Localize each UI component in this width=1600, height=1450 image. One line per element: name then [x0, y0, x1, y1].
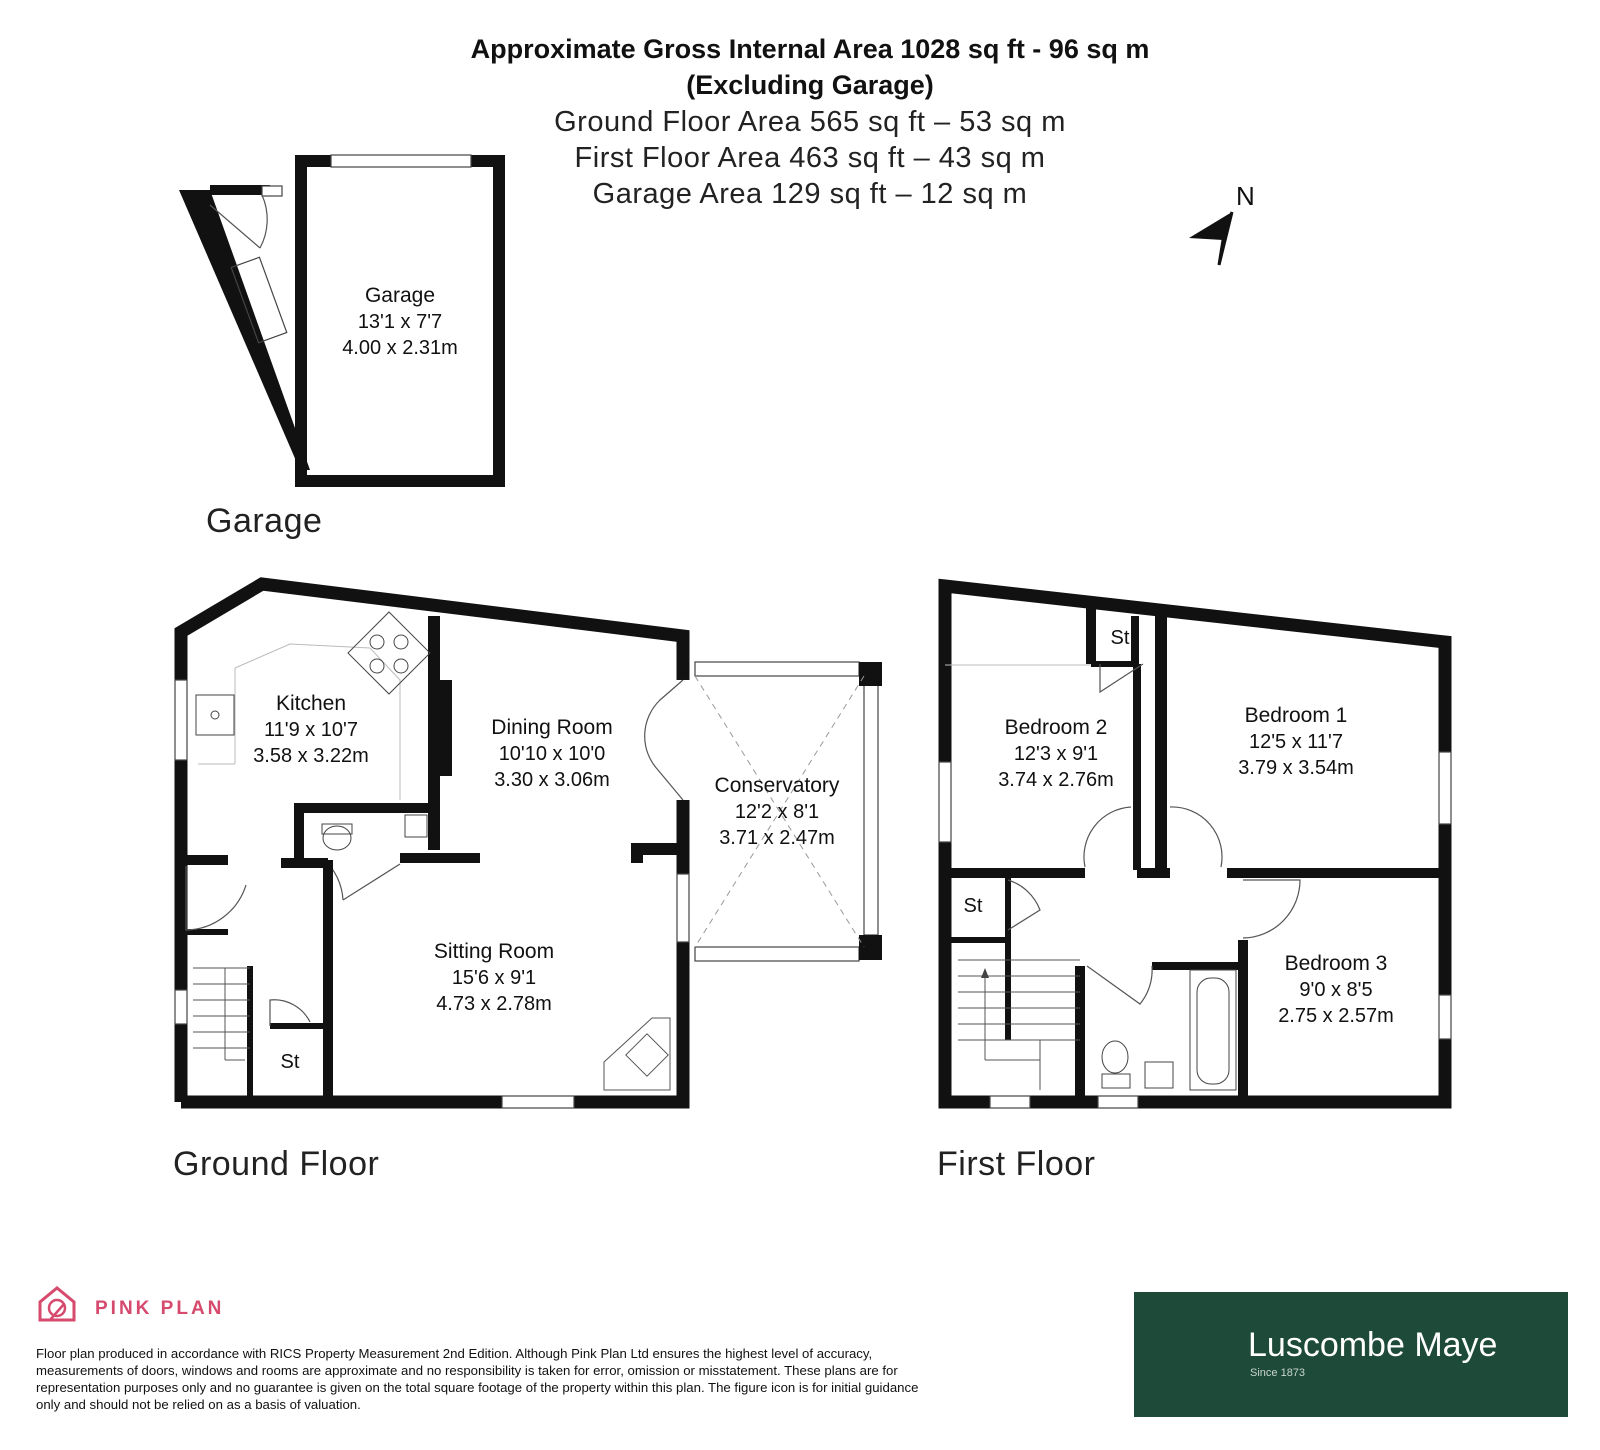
- pink-plan-brand: PINK PLAN: [95, 1298, 225, 1319]
- conservatory-window-side: [863, 684, 879, 936]
- garage-room-name: Garage: [365, 284, 435, 307]
- conservatory-window-bottom: [694, 946, 860, 962]
- first-floor-area: First Floor Area 463 sq ft – 43 sq m: [574, 142, 1046, 174]
- agent-since: Since 1873: [1250, 1367, 1306, 1379]
- conservatory-window-top: [694, 661, 860, 677]
- conservatory-metric: 3.71 x 2.47m: [719, 827, 835, 849]
- excluding-garage-note: (Excluding Garage): [686, 70, 934, 100]
- north-compass-icon: N: [1189, 181, 1255, 266]
- bath-icon: [1189, 969, 1237, 1091]
- fireplace-icon: [603, 1017, 671, 1091]
- bedroom1-name: Bedroom 1: [1245, 704, 1348, 727]
- ground-storage-label: St: [281, 1051, 300, 1073]
- kitchen-metric: 3.58 x 3.22m: [253, 745, 369, 767]
- ground-floor-label: Ground Floor: [173, 1145, 380, 1183]
- toilet-icon: [1101, 1040, 1131, 1089]
- pink-plan-logo-icon: [38, 1286, 76, 1322]
- dining-room-name: Dining Room: [491, 716, 612, 739]
- ground-floor-area: Ground Floor Area 565 sq ft – 53 sq m: [554, 106, 1066, 138]
- disclaimer-text: Floor plan produced in accordance with R…: [36, 1346, 919, 1412]
- bedroom3-name: Bedroom 3: [1285, 952, 1388, 975]
- first-floor-plan: St St Bedroom: [938, 578, 1452, 1109]
- kitchen-sink-icon: [195, 694, 235, 736]
- bedroom3-metric: 2.75 x 2.57m: [1278, 1005, 1394, 1027]
- garage-plan: Garage 13'1 x 7'7 4.00 x 2.31m: [179, 154, 505, 487]
- first-storage-label-landing: St: [964, 895, 983, 917]
- bedroom1-metric: 3.79 x 3.54m: [1238, 757, 1354, 779]
- sitting-room-name: Sitting Room: [434, 940, 554, 963]
- kitchen-imperial: 11'9 x 10'7: [264, 719, 358, 741]
- bedroom2-imperial: 12'3 x 9'1: [1014, 743, 1098, 765]
- ground-floor-plan: St: [174, 577, 882, 1109]
- garage-area: Garage Area 129 sq ft – 12 sq m: [592, 178, 1028, 210]
- bedroom3-imperial: 9'0 x 8'5: [1299, 979, 1372, 1001]
- basin-icon: [1144, 1061, 1174, 1089]
- first-floor-label: First Floor: [937, 1145, 1096, 1183]
- garage-door-window: [330, 154, 472, 168]
- bedroom2-name: Bedroom 2: [1005, 716, 1108, 739]
- bedroom1-imperial: 12'5 x 11'7: [1249, 731, 1343, 753]
- gross-area-title: Approximate Gross Internal Area 1028 sq …: [470, 34, 1150, 64]
- garage-room-imperial: 13'1 x 7'7: [358, 311, 442, 333]
- garage-room-metric: 4.00 x 2.31m: [342, 337, 458, 359]
- kitchen-name: Kitchen: [276, 692, 346, 715]
- hob-icon: [347, 611, 431, 695]
- dining-room-metric: 3.30 x 3.06m: [494, 769, 610, 791]
- kitchen-window: [174, 679, 188, 761]
- garage-floor-label: Garage: [206, 502, 323, 540]
- sitting-room-metric: 4.73 x 2.78m: [436, 993, 552, 1015]
- compass-north-label: N: [1236, 181, 1255, 211]
- conservatory-name: Conservatory: [715, 774, 840, 797]
- first-storage-label-bedroom2: St: [1111, 627, 1130, 649]
- agent-logo-box: Luscombe Maye Since 1873: [1134, 1292, 1568, 1417]
- dining-room-imperial: 10'10 x 10'0: [499, 743, 606, 765]
- conservatory-imperial: 12'2 x 8'1: [735, 801, 819, 823]
- agent-name: Luscombe Maye: [1248, 1326, 1498, 1364]
- bedroom1-window: [1438, 751, 1452, 825]
- sitting-room-imperial: 15'6 x 9'1: [452, 967, 536, 989]
- bedroom2-metric: 3.74 x 2.76m: [998, 769, 1114, 791]
- sitting-room-window: [501, 1095, 575, 1109]
